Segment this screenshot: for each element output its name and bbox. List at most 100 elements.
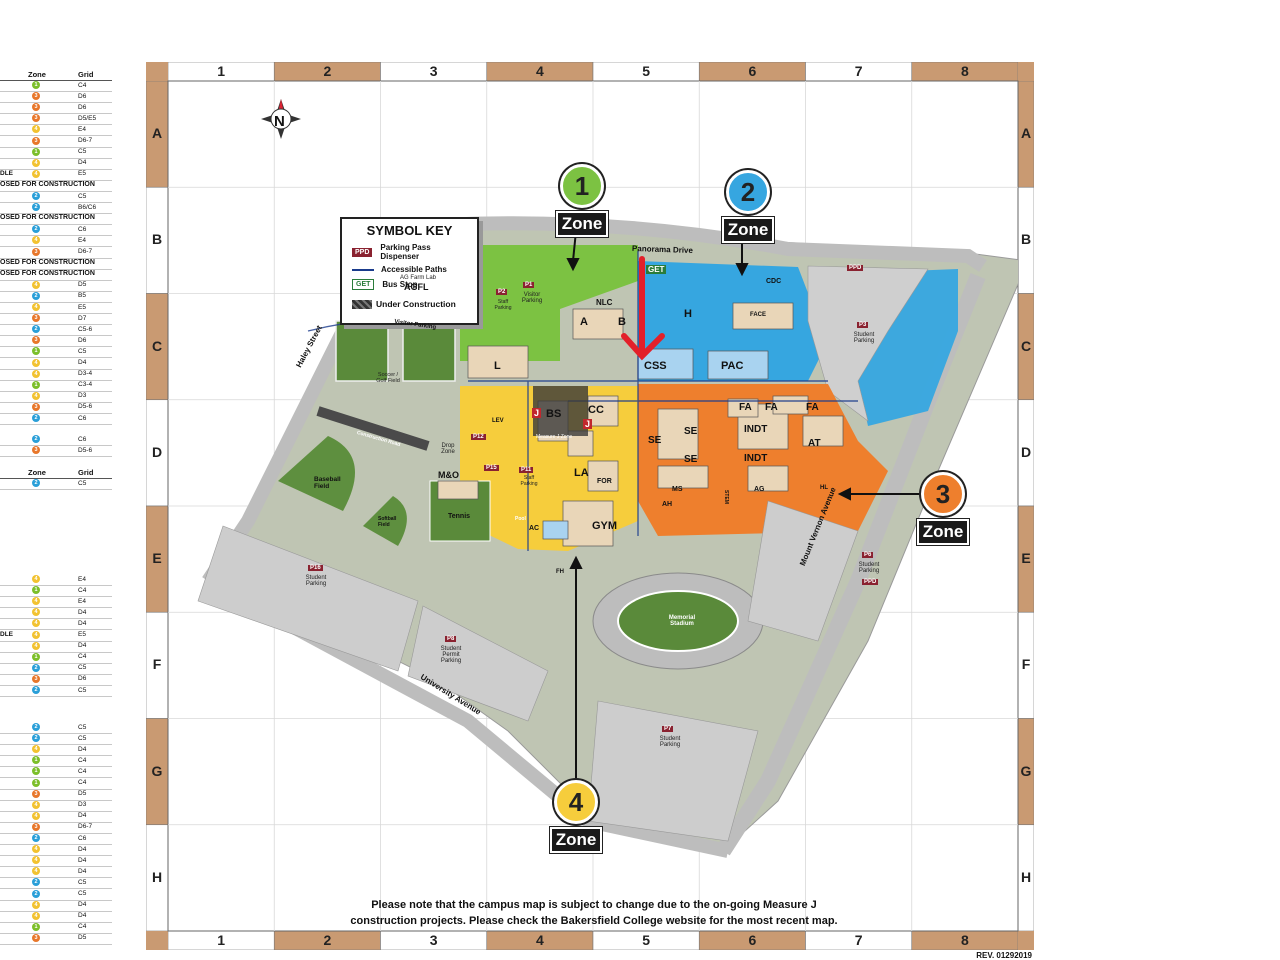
- zone-dot-icon: 1: [32, 767, 40, 776]
- zone-dot-icon: 4: [32, 169, 40, 178]
- index-row-grid: C4: [78, 81, 87, 89]
- index-row-grid: D4: [78, 642, 87, 650]
- grid-column-label-top: 5: [642, 63, 651, 79]
- zone-dot-icon: 2: [32, 203, 40, 212]
- stadium-label: Memorial Stadium: [668, 615, 696, 627]
- p15-label: P15: [484, 465, 499, 471]
- zone-dot-icon: 4: [32, 575, 40, 583]
- stadium-field: [617, 590, 739, 652]
- index-row-label: OSED FOR CONSTRUCTION: [0, 258, 95, 266]
- index-header-grid: Grid: [78, 70, 94, 79]
- b-label: B: [618, 316, 626, 328]
- grid-column-label-bottom: 8: [960, 932, 969, 948]
- grid-row-label-left: E: [152, 550, 162, 567]
- p8-label: P8: [445, 636, 457, 642]
- zone-dot-icon: 2: [32, 878, 40, 887]
- zone-dot-icon: 4: [32, 800, 40, 809]
- zone-dot-icon: 4: [32, 303, 40, 311]
- zone-dot-icon: 2: [32, 663, 40, 672]
- soccer-label: Soccer / Golf Field: [376, 372, 400, 384]
- index-row-grid: C5: [78, 148, 87, 156]
- index-row-label: OSED FOR CONSTRUCTION: [0, 269, 95, 277]
- index-row-grid: C5: [78, 479, 87, 487]
- index-row-grid: C5: [78, 192, 87, 200]
- zone-dot-icon: 2: [32, 479, 40, 488]
- grid-column-label-top: 6: [748, 63, 757, 79]
- p16-lot: [197, 525, 419, 672]
- fa-label-3: FA: [806, 402, 819, 413]
- zone-dot-icon: 4: [32, 911, 40, 920]
- index-row-grid: D5/E5: [78, 114, 97, 122]
- ppd-label-p6: PPD: [862, 579, 879, 585]
- index-row-grid: C6: [78, 834, 87, 842]
- grid-column-label-top: 3: [429, 63, 438, 79]
- grid-column-label-top: 7: [854, 63, 863, 79]
- zone-4-badge: 4 Zone: [546, 780, 606, 853]
- p12-label: P12: [471, 434, 486, 440]
- grid-row-label-left: H: [151, 868, 163, 885]
- zone-dot-icon: 1: [32, 778, 40, 787]
- p8-sub-label: Student Permit Parking: [440, 646, 462, 664]
- zone-dot-icon: 3: [32, 446, 40, 455]
- construction-icon: [352, 299, 372, 309]
- grid-column-label-bottom: 2: [323, 932, 332, 948]
- grid-column-label-bottom: 6: [748, 932, 757, 948]
- zone-dot-icon: 4: [32, 641, 40, 650]
- p6-sub-label: Student Parking: [858, 562, 880, 574]
- grid-row-label-right: A: [1020, 125, 1032, 142]
- p7-label: P7: [662, 726, 674, 732]
- baseball-field: [278, 436, 355, 511]
- index-row-grid: E4: [78, 575, 86, 583]
- pac-label: PAC: [721, 360, 744, 372]
- zone-dot-icon: 2: [32, 435, 40, 444]
- index-row-grid: D5-6: [78, 403, 93, 411]
- zone-dot-icon: 1: [32, 147, 40, 156]
- index-row-grid: C4: [78, 779, 87, 786]
- index-row-grid: C6: [78, 435, 87, 443]
- zone-dot-icon: 2: [32, 723, 40, 731]
- fa-label-2: FA: [765, 402, 778, 413]
- index-row: OSED FOR CONSTRUCTION: [0, 269, 112, 281]
- symbol-key-accessible-row: Accessible Paths: [352, 265, 447, 274]
- frame-corner: [1018, 62, 1034, 81]
- index-row: 2 C5: [0, 877, 112, 890]
- grid-column-label-bottom: 4: [535, 932, 544, 948]
- pool-label-1: Pool: [515, 516, 526, 522]
- se-label-1: SE: [648, 435, 662, 446]
- grid-row-label-left: F: [152, 656, 162, 673]
- index-row-grid: D4: [78, 359, 87, 366]
- p16-sub-label: Student Parking: [305, 575, 327, 587]
- index-row-grid: C5: [78, 878, 87, 886]
- zone-dot-icon: 4: [32, 745, 40, 754]
- zone-1-word: Zone: [555, 211, 609, 237]
- cc-label: CC: [588, 404, 604, 416]
- bus-text: Bus Stop: [382, 280, 418, 289]
- agfl-sub-label: AG Farm Lab: [400, 275, 437, 281]
- zone-dot-icon: 2: [32, 834, 40, 842]
- index-row: 3 D5/E5: [0, 113, 112, 126]
- for-label: FOR: [597, 478, 612, 485]
- p2-sub-label: Staff Parking: [494, 299, 512, 311]
- css-label: CSS: [644, 360, 667, 372]
- zone-dot-icon: 3: [32, 674, 40, 683]
- zone-dot-icon: 4: [32, 845, 40, 854]
- zone-dot-icon: 1: [32, 586, 40, 595]
- ac-label: AC: [529, 525, 540, 532]
- zone-3-word: Zone: [916, 519, 970, 545]
- zone-dot-icon: 4: [32, 856, 40, 865]
- index-row-grid: C5: [78, 347, 87, 355]
- construction-road: [316, 406, 430, 451]
- measure-j-label: Measure J Zone: [536, 434, 573, 440]
- zone-dot-icon: 3: [32, 933, 40, 942]
- zone-dot-icon: 3: [32, 114, 40, 123]
- grid-column-label-bottom: 7: [854, 932, 863, 948]
